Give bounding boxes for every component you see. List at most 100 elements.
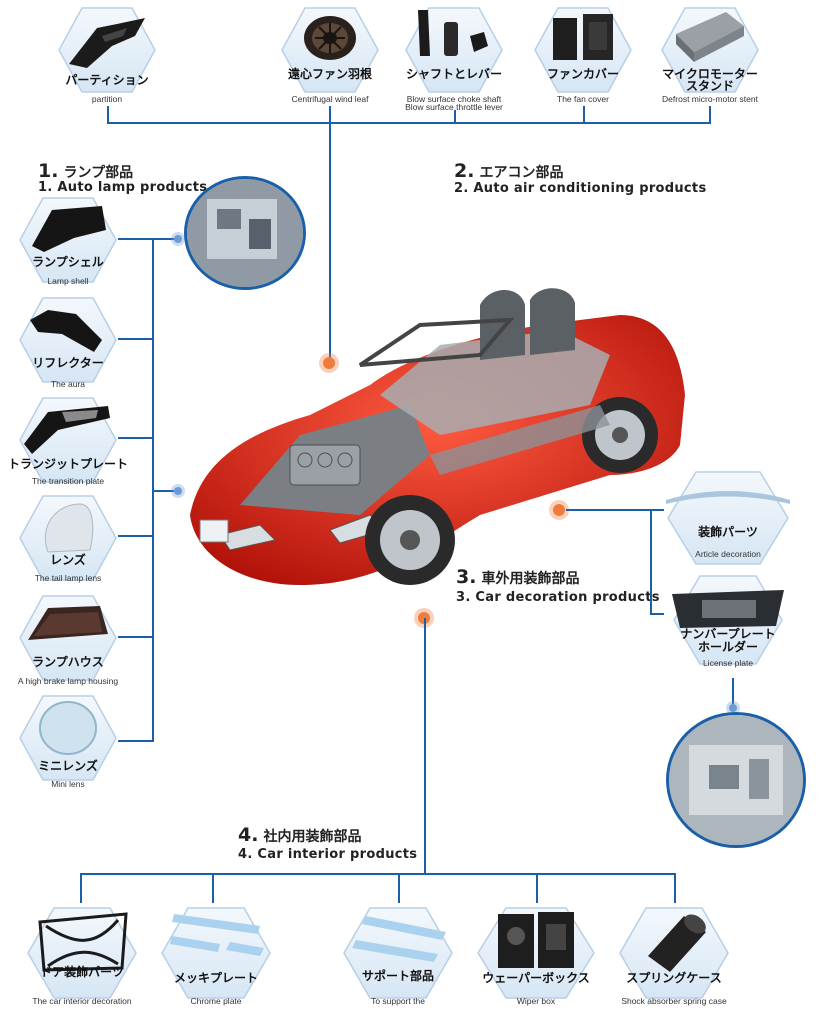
reflector-icon bbox=[30, 310, 102, 352]
section-3-subtitle: 3. Car decoration products bbox=[456, 590, 660, 605]
item-caption: The fan cover bbox=[557, 94, 609, 104]
section-title-jp: ランプ部品 bbox=[63, 165, 134, 181]
spring-case-icon bbox=[648, 914, 706, 972]
interior-item-wiper-box[interactable] bbox=[476, 906, 596, 1000]
lamp-item-mini-lens[interactable] bbox=[18, 694, 118, 782]
connector-line bbox=[398, 873, 400, 903]
item-label: サポート部品 bbox=[361, 969, 434, 983]
item-label: 装飾パーツ bbox=[698, 525, 758, 539]
trim-strip-icon bbox=[666, 491, 790, 504]
connector-line bbox=[454, 110, 456, 123]
top-connector-line bbox=[107, 122, 711, 124]
connector-line bbox=[709, 106, 711, 123]
connector-line bbox=[118, 437, 154, 439]
connector-line bbox=[583, 106, 585, 123]
item-caption: Shock absorber spring case bbox=[621, 996, 727, 1006]
top-item-partition[interactable] bbox=[57, 6, 157, 94]
connector-line bbox=[566, 509, 652, 511]
support-part-icon bbox=[352, 916, 446, 962]
transition-plate-icon bbox=[24, 406, 110, 454]
item-caption: The aura bbox=[50, 379, 86, 389]
lamp-mold-photo[interactable] bbox=[184, 176, 306, 290]
interior-item-spring-case[interactable] bbox=[618, 906, 730, 1000]
item-label: 遠心ファン羽根 bbox=[287, 67, 372, 81]
interior-connector-line bbox=[80, 873, 676, 875]
item-caption: To support the bbox=[371, 996, 425, 1006]
wiper-box-icon bbox=[498, 912, 574, 968]
item-label: ナンバープレート bbox=[680, 627, 776, 641]
lamp-vertical-line bbox=[152, 238, 154, 741]
item-label: ランプハウス bbox=[32, 655, 104, 669]
section-title-jp: 社内用装飾部品 bbox=[263, 829, 362, 845]
item-caption: Centrifugal wind leaf bbox=[291, 94, 369, 104]
connector-line bbox=[80, 873, 82, 903]
item-caption: The car interior decoration bbox=[32, 996, 132, 1006]
connector-line bbox=[650, 613, 664, 615]
item-label: ウェーパーボックス bbox=[482, 971, 590, 985]
item-caption: Wiper box bbox=[516, 996, 556, 1006]
connector-line bbox=[118, 740, 154, 742]
section-4-subtitle: 4. Car interior products bbox=[238, 847, 418, 862]
brake-lamp-housing-icon bbox=[28, 606, 108, 640]
connector-line bbox=[650, 509, 664, 511]
top-item-motor-stand[interactable] bbox=[660, 6, 760, 94]
car-cutaway-image bbox=[180, 285, 690, 605]
exterior-mold-photo[interactable] bbox=[666, 712, 806, 848]
connector-line bbox=[118, 535, 154, 537]
exterior-item-license-plate[interactable] bbox=[672, 574, 784, 666]
lamp-item-lens[interactable] bbox=[18, 494, 118, 582]
item-label: シャフトとレバー bbox=[405, 67, 502, 81]
connector-line bbox=[212, 873, 214, 903]
interior-item-support[interactable] bbox=[342, 906, 454, 1000]
item-label: パーティション bbox=[65, 73, 149, 87]
item-label: ファンカバー bbox=[546, 67, 619, 81]
fan-cover-icon bbox=[553, 14, 613, 60]
item-label: ミニレンズ bbox=[38, 759, 98, 773]
connector-line bbox=[650, 509, 652, 614]
item-label: レンズ bbox=[50, 553, 86, 567]
connector-line bbox=[118, 238, 178, 240]
exterior-marker-dot[interactable] bbox=[553, 504, 565, 516]
section-2-subtitle: 2. Auto air conditioning products bbox=[454, 181, 707, 196]
tail-lens-icon bbox=[44, 503, 94, 553]
lamp-item-housing[interactable] bbox=[18, 594, 118, 682]
license-plate-holder-icon bbox=[672, 590, 784, 628]
item-caption: Lamp shell bbox=[47, 276, 89, 286]
section-number: 2. bbox=[454, 160, 475, 182]
section-number: 4. bbox=[238, 824, 259, 846]
item-caption: Article decoration bbox=[695, 549, 761, 559]
lamp-item-transition-plate[interactable] bbox=[18, 396, 118, 484]
lamp-item-shell[interactable] bbox=[18, 196, 118, 284]
item-caption: License plate bbox=[702, 658, 754, 668]
interior-item-door-decoration[interactable] bbox=[26, 906, 138, 1000]
connector-line bbox=[118, 338, 154, 340]
connector-line bbox=[674, 873, 676, 903]
section-number: 3. bbox=[456, 566, 477, 588]
exterior-item-decoration[interactable] bbox=[666, 470, 790, 566]
partition-icon bbox=[69, 18, 145, 68]
ac-marker-dot[interactable] bbox=[323, 357, 335, 369]
connector-line bbox=[536, 873, 538, 903]
section-title-jp: エアコン部品 bbox=[479, 165, 564, 181]
item-label: トランジットプレート bbox=[8, 457, 129, 471]
connector-line bbox=[152, 490, 178, 492]
item-caption: A high brake lamp housing bbox=[17, 676, 119, 686]
chrome-plate-icon bbox=[170, 914, 264, 956]
item-label: メッキプレート bbox=[173, 971, 258, 985]
connector-dot bbox=[174, 235, 182, 243]
item-caption: The transition plate bbox=[31, 476, 105, 486]
top-item-fan-cover[interactable] bbox=[533, 6, 633, 94]
section-3-heading: 3. 車外用装飾部品 bbox=[456, 566, 580, 588]
connector-dot bbox=[174, 487, 182, 495]
top-item-shaft-lever[interactable] bbox=[404, 6, 504, 94]
connector-dot bbox=[729, 704, 737, 712]
item-label: マイクロモーター bbox=[662, 67, 758, 81]
interior-item-chrome-plate[interactable] bbox=[160, 906, 272, 1000]
item-label: ドア装飾パーツ bbox=[40, 965, 124, 979]
item-label-2: ホールダー bbox=[697, 640, 758, 654]
section-4-heading: 4. 社内用装飾部品 bbox=[238, 824, 362, 846]
top-item-centrifugal-fan[interactable] bbox=[280, 6, 380, 94]
section-number: 1. bbox=[38, 160, 59, 182]
section-2-heading: 2. エアコン部品 bbox=[454, 160, 564, 182]
lamp-item-reflector[interactable] bbox=[18, 296, 118, 384]
